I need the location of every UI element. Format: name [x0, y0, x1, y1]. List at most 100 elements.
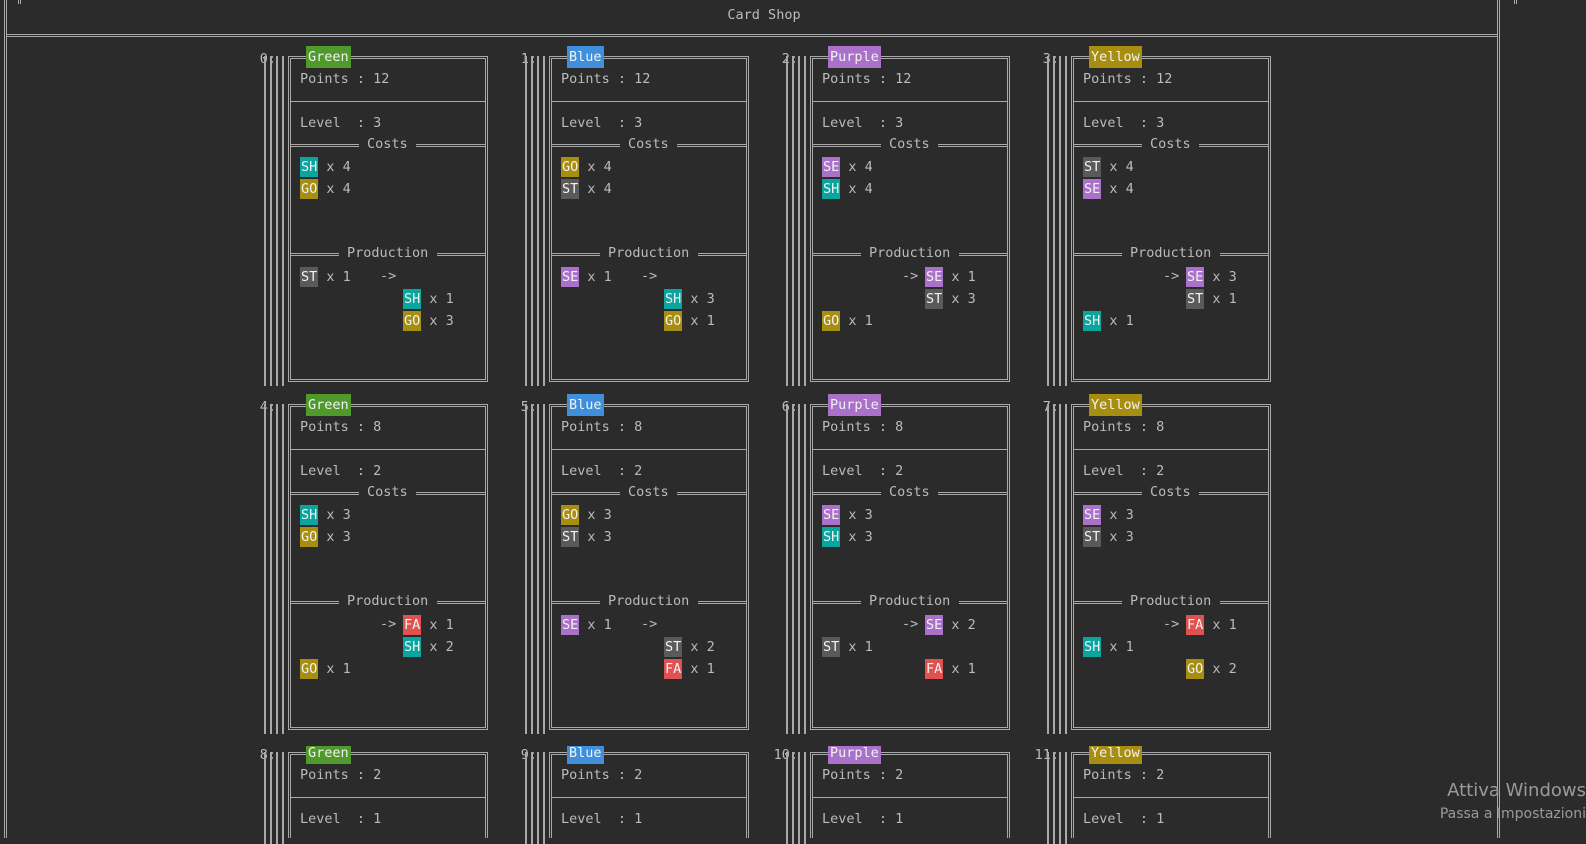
card-color-badge: Blue [567, 46, 604, 68]
resource-row: SH x 1 [403, 289, 454, 309]
card-frame [549, 56, 749, 382]
section-title: Production [869, 245, 951, 261]
card-level: Level : 2 [300, 463, 382, 479]
resource-quantity: x 4 [318, 159, 351, 175]
resource-sh-badge: SH [1083, 311, 1102, 331]
resource-quantity: x 1 [579, 617, 612, 633]
card-index: 11: [1034, 747, 1059, 763]
resource-quantity: x 3 [579, 507, 612, 523]
resource-row: SE x 2 [925, 615, 976, 635]
deck-stack-edge [282, 404, 284, 734]
card-level: Level : 1 [1083, 811, 1165, 827]
card-points: Points : 12 [561, 71, 651, 87]
resource-st-badge: ST [561, 527, 580, 547]
card-frame [288, 56, 488, 382]
section-header-costs: Costs [1074, 136, 1268, 153]
card-divider [291, 797, 485, 798]
section-title: Production [1130, 593, 1212, 609]
deck-stack-edge [270, 752, 272, 844]
resource-row: SE x 1 [561, 267, 612, 287]
deck-stack-edge [276, 56, 278, 386]
resource-quantity: x 3 [682, 291, 715, 307]
section-rule-right [698, 601, 746, 604]
deck-stack-edge [276, 752, 278, 844]
deck-stack-edge [1053, 752, 1055, 844]
deck-stack-edge [264, 56, 266, 386]
deck-stack-edge [786, 752, 788, 844]
resource-quantity: x 1 [943, 269, 976, 285]
resource-sh-badge: SH [664, 289, 683, 309]
deck-stack-edge [1059, 56, 1061, 386]
deck-stack-edge [1047, 404, 1049, 734]
resource-quantity: x 1 [318, 661, 351, 677]
section-rule-right [1199, 144, 1268, 147]
deck-stack-edge [1053, 404, 1055, 734]
resource-sh-badge: SH [822, 527, 841, 547]
section-header-costs: Costs [291, 484, 485, 501]
section-header-costs: Costs [291, 136, 485, 153]
resource-se-badge: SE [1083, 179, 1102, 199]
card-color-badge: Yellow [1089, 46, 1142, 68]
resource-row: GO x 1 [822, 311, 873, 331]
card-level: Level : 2 [822, 463, 904, 479]
resource-row: FA x 1 [403, 615, 454, 635]
section-title: Costs [628, 136, 669, 152]
card-points: Points : 12 [822, 71, 912, 87]
section-header-production: Production [291, 245, 485, 262]
card-level: Level : 3 [822, 115, 904, 131]
resource-se-badge: SE [822, 505, 841, 525]
section-header-production: Production [813, 245, 1007, 262]
resource-fa-badge: FA [403, 615, 422, 635]
resource-quantity: x 1 [840, 639, 873, 655]
deck-stack-edge [1065, 404, 1067, 734]
resource-quantity: x 2 [1204, 661, 1237, 677]
resource-quantity: x 1 [943, 661, 976, 677]
deck-stack-edge [282, 752, 284, 844]
production-arrow: -> [1163, 268, 1180, 284]
resource-quantity: x 4 [579, 181, 612, 197]
section-rule-right [959, 253, 1007, 256]
resource-row: FA x 1 [664, 659, 715, 679]
resource-se-badge: SE [1083, 505, 1102, 525]
resource-sh-badge: SH [300, 505, 319, 525]
resource-quantity: x 3 [1101, 529, 1134, 545]
section-title: Costs [367, 136, 408, 152]
section-title: Costs [1150, 484, 1191, 500]
resource-row: GO x 3 [403, 311, 454, 331]
section-rule-left [291, 253, 339, 256]
deck-stack-edge [798, 752, 800, 844]
deck-stack-edge [270, 404, 272, 734]
section-header-costs: Costs [813, 484, 1007, 501]
resource-st-badge: ST [1083, 157, 1102, 177]
resource-row: SE x 4 [1083, 179, 1134, 199]
resource-quantity: x 4 [579, 159, 612, 175]
section-title: Production [1130, 245, 1212, 261]
resource-quantity: x 3 [318, 529, 351, 545]
resource-se-badge: SE [925, 615, 944, 635]
card-color-badge: Purple [828, 46, 881, 68]
resource-quantity: x 1 [682, 313, 715, 329]
resource-se-badge: SE [822, 157, 841, 177]
section-rule-right [437, 253, 485, 256]
resource-row: SH x 3 [664, 289, 715, 309]
card-color-badge: Yellow [1089, 394, 1142, 416]
deck-stack-edge [792, 56, 794, 386]
resource-quantity: x 1 [579, 269, 612, 285]
resource-row: ST x 1 [822, 637, 873, 657]
card-divider [813, 449, 1007, 450]
section-rule-right [416, 144, 485, 147]
resource-go-badge: GO [403, 311, 422, 331]
deck-stack-edge [786, 404, 788, 734]
